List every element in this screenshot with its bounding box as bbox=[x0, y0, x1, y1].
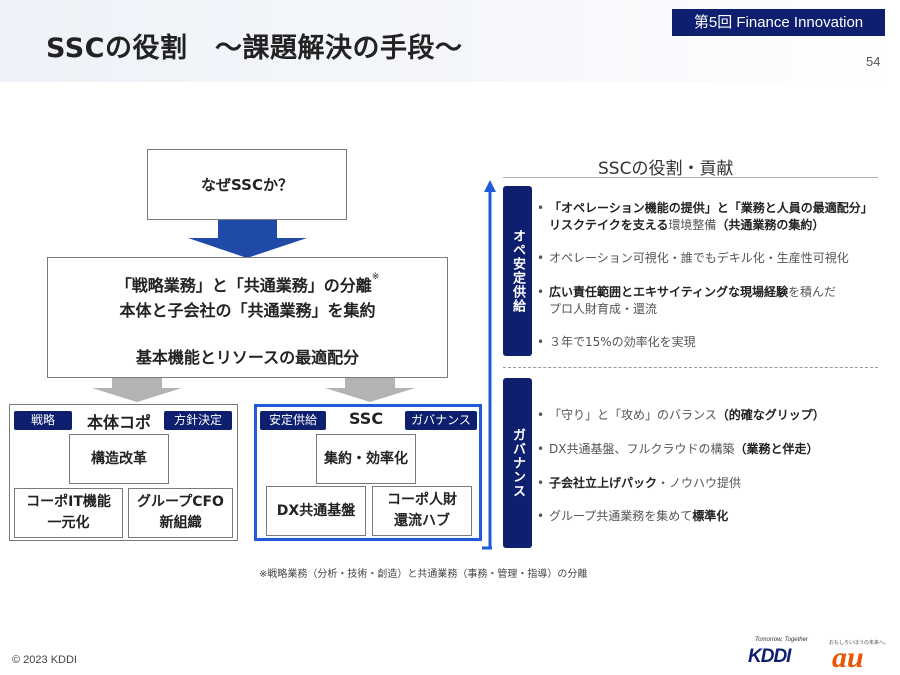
dx-platform-box: DX共通基盤 bbox=[266, 486, 366, 536]
tag-stable-supply: 安定供給 bbox=[260, 411, 326, 430]
gov-item-2: DX共通基盤、フルクラウドの構築（業務と伴走） bbox=[549, 442, 819, 456]
bullet-icon: • bbox=[537, 476, 545, 490]
hq-corporate-box: 戦略 本体コポ 方針決定 構造改革 コーポIT機能 一元化 グループCFO 新組… bbox=[9, 404, 238, 541]
section-divider bbox=[503, 367, 878, 368]
kddi-logo: KDDI bbox=[748, 646, 791, 667]
bracket-arrow-head bbox=[484, 180, 496, 192]
ops-item-1: 「オペレーション機能の提供」と「業務と人員の最適配分」 リスクテイクを支える環境… bbox=[549, 201, 873, 232]
gov-item-4: グループ共通業務を集めて標準化 bbox=[549, 509, 729, 523]
note-mark: ※ bbox=[371, 272, 380, 282]
bullet-icon: • bbox=[537, 335, 545, 349]
strategy-box: 「戦略業務」と「共通業務」の分離※ 本体と子会社の「共通業務」を集約 基本機能と… bbox=[47, 257, 448, 378]
separation-text: 「戦略業務」と「共通業務」の分離 bbox=[115, 276, 372, 295]
structural-reform-box: 構造改革 bbox=[69, 434, 169, 484]
gov-item-3: 子会社立上げパック・ノウハウ提供 bbox=[549, 476, 742, 490]
question-box: なぜSSCか？ bbox=[147, 149, 347, 220]
copyright: © 2023 KDDI bbox=[12, 654, 77, 666]
roles-title: SSCの役割・貢献 bbox=[598, 159, 734, 179]
bullet-icon: • bbox=[537, 201, 545, 215]
tag-governance: ガバナンス bbox=[405, 411, 477, 430]
bullet-icon: • bbox=[537, 408, 545, 422]
tag-strategy: 戦略 bbox=[14, 411, 72, 430]
bullet-icon: • bbox=[537, 442, 545, 456]
kddi-tagline: Tomorrow, Together bbox=[755, 637, 808, 643]
consolidation-text: 本体と子会社の「共通業務」を集約 bbox=[119, 301, 376, 320]
au-tagline: おもしろいほうの未来へ。 bbox=[829, 640, 890, 646]
ops-item-2: オペレーション可視化・誰でもデキル化・生産性可視化 bbox=[549, 251, 849, 265]
ssc-title: SSC bbox=[349, 409, 384, 428]
optimization-text: 基本機能とリソースの最適配分 bbox=[135, 348, 360, 367]
session-badge: 第5回 Finance Innovation bbox=[672, 9, 885, 36]
ssc-box: 安定供給 SSC ガバナンス 集約・効率化 DX共通基盤 コーポ人財 還流ハブ bbox=[254, 404, 482, 541]
consolidation-efficiency-box: 集約・効率化 bbox=[316, 434, 416, 484]
bullet-icon: • bbox=[537, 509, 545, 523]
down-arrow-gray-right bbox=[325, 378, 415, 402]
talent-hub-box: コーポ人財 還流ハブ bbox=[372, 486, 472, 536]
ops-item-4: ３年で15%の効率化を実現 bbox=[549, 335, 696, 349]
roles-title-rule bbox=[503, 177, 878, 178]
governance-label: ガバナンス bbox=[503, 378, 532, 548]
ops-stable-supply-label: オペ安定供給 bbox=[503, 186, 532, 356]
tag-policy: 方針決定 bbox=[164, 411, 232, 430]
down-arrow-blue bbox=[188, 220, 307, 258]
au-logo: au bbox=[832, 641, 864, 674]
footnote: ※戦略業務（分析・技術・創造）と共通業務（事務・管理・指導）の分離 bbox=[259, 569, 588, 580]
down-arrow-gray-left bbox=[92, 378, 182, 402]
gov-item-1: 「守り」と「攻め」のバランス（的確なグリップ） bbox=[549, 408, 825, 422]
ops-item-3: 広い責任範囲とエキサイティングな現場経験を積んだ プロ人財育成・還流 bbox=[549, 285, 837, 316]
hq-corporate-title: 本体コポ bbox=[87, 413, 152, 432]
bullet-icon: • bbox=[537, 251, 545, 265]
page-number: 54 bbox=[866, 54, 881, 69]
page-title: SSCの役割 ～課題解決の手段～ bbox=[46, 33, 463, 64]
group-cfo-box: グループCFO 新組織 bbox=[128, 488, 233, 538]
bullet-icon: • bbox=[537, 285, 545, 299]
corp-it-box: コーポIT機能 一元化 bbox=[14, 488, 123, 538]
